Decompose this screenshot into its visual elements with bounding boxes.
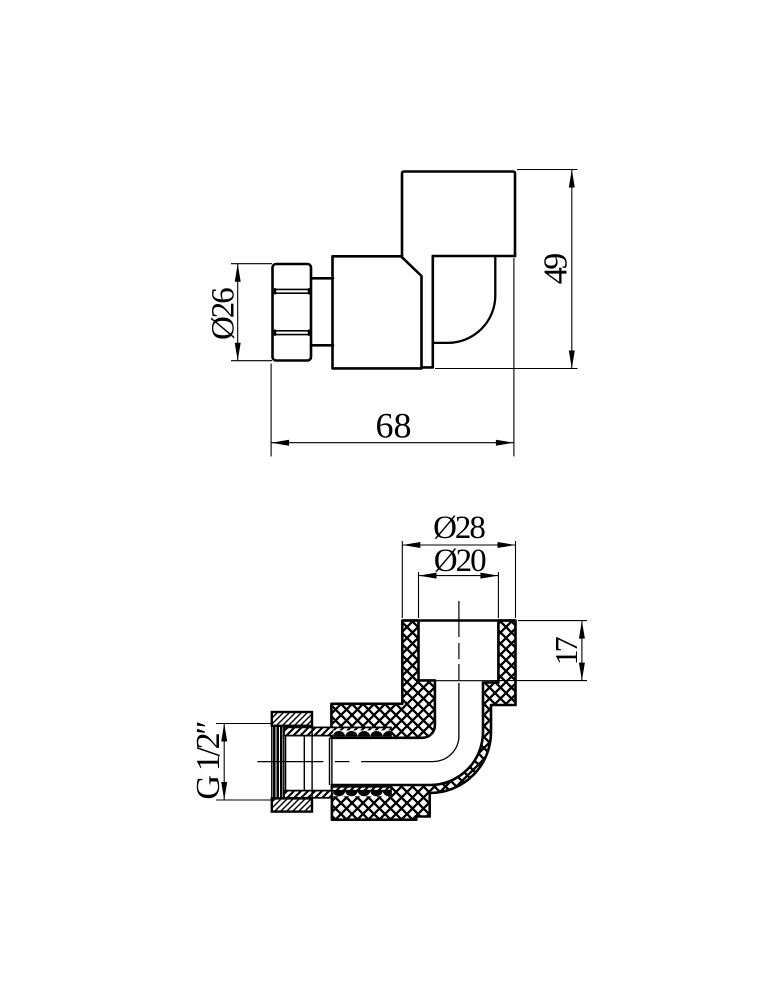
svg-text:68: 68 [376, 406, 412, 446]
svg-text:G 1/2″: G 1/2″ [190, 722, 227, 800]
svg-text:Ø26: Ø26 [206, 288, 242, 340]
svg-text:Ø28: Ø28 [433, 510, 485, 546]
svg-text:Ø20: Ø20 [434, 543, 486, 579]
svg-text:49: 49 [538, 254, 575, 285]
svg-text:17: 17 [548, 636, 584, 665]
